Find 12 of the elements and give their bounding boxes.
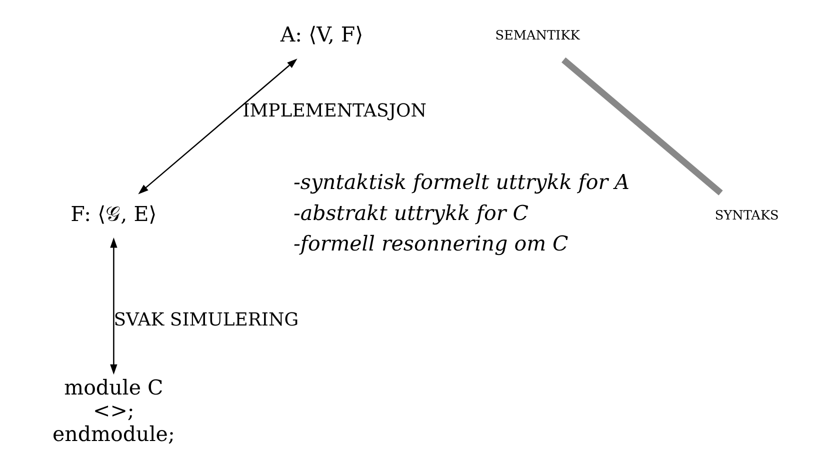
- node-text: module C <>; endmodule;: [52, 376, 174, 446]
- node-label: -formell resonnering om C: [292, 232, 568, 256]
- node-label: -abstrakt uttrykk for C: [292, 200, 528, 225]
- label: SYNTAKS: [714, 208, 778, 224]
- node-text: F: ⟨𝒢, E⟩: [70, 202, 156, 226]
- label: SEMANTIKK: [494, 28, 580, 44]
- edge-label: SVAK SIMULERING: [113, 310, 298, 331]
- node-label: -syntaktisk formelt uttrykk for A: [292, 170, 629, 194]
- edge-label: IMPLEMENTASJON: [242, 100, 426, 122]
- node-text: A: ⟨V, F⟩: [280, 22, 363, 46]
- arrow: [138, 58, 297, 194]
- arrow: [110, 238, 117, 375]
